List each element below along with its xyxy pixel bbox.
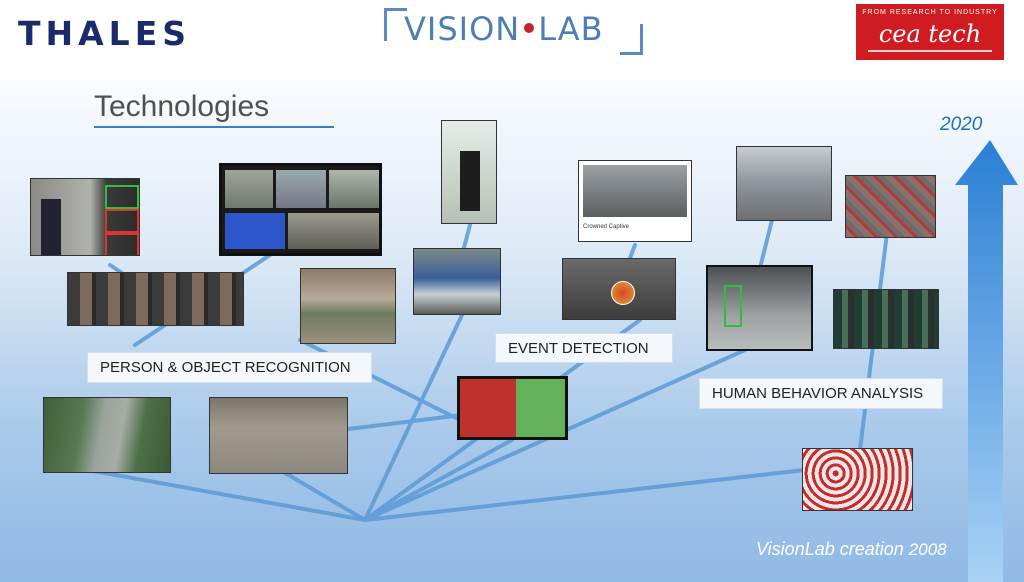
tracking-box-green [724, 285, 742, 327]
report-caption: Crowned Captive [583, 224, 630, 230]
creation-year: 2008 [908, 540, 947, 559]
visionlab-bracket-right [620, 24, 643, 55]
crowd-density-thumbnail [802, 448, 913, 511]
visionlab-bracket-left [384, 8, 407, 41]
street-tracking-thumbnail [209, 397, 348, 474]
face-gallery-thumbnail [67, 272, 244, 326]
title-underline [94, 126, 334, 128]
header-bar: THALES VISION LAB FROM RESEARCH TO INDUST… [0, 0, 1024, 80]
face-box-red [105, 209, 139, 233]
link-line [758, 218, 774, 270]
link-line [338, 413, 464, 432]
face-box-red [105, 233, 139, 255]
zone-alert-thumbnail [457, 376, 568, 440]
cea-tagline: FROM RESEARCH TO INDUSTRY [862, 9, 998, 16]
crowd-tracking-thumbnail [833, 289, 939, 349]
timeline-year-2020: 2020 [940, 114, 983, 135]
creation-text: VisionLab creation [756, 539, 904, 559]
slide-title: Technologies [94, 90, 270, 123]
face-detection-thumbnail [30, 178, 140, 256]
safe-zone-green [516, 379, 565, 437]
category-event-detection: EVENT DETECTION [495, 333, 673, 363]
link-line [363, 468, 807, 522]
cea-underline [868, 50, 992, 52]
bus-thumbnail [413, 248, 501, 315]
visionlab-logo-left: VISION [404, 10, 521, 48]
category-person-object-recognition: PERSON & OBJECT RECOGNITION [87, 352, 372, 383]
heat-spot-icon [611, 281, 635, 305]
face-box-green [105, 185, 139, 209]
surveillance-person-thumbnail [441, 120, 497, 224]
visionlab-creation-caption: VisionLab creation 2008 [756, 539, 947, 560]
alert-zone-red [460, 379, 516, 437]
person-figure [460, 151, 480, 211]
metro-fight-thumbnail [736, 146, 832, 221]
visionlab-dot-icon [524, 23, 535, 33]
category-human-behavior-analysis: HUMAN BEHAVIOR ANALYSIS [699, 378, 943, 409]
timeline-arrow [955, 140, 1018, 582]
street-report-thumbnail: Crowned Captive [578, 160, 692, 242]
cea-tech-logo: FROM RESEARCH TO INDUSTRY cea tech [856, 4, 1004, 60]
cea-logo-text: cea tech [878, 20, 982, 48]
link-line [628, 243, 637, 260]
multi-camera-dashboard-thumbnail [219, 163, 382, 256]
platform-tracking-thumbnail [706, 265, 813, 351]
station-hall-thumbnail [300, 268, 396, 344]
link-line [363, 313, 464, 522]
visionlab-logo-right: LAB [538, 10, 604, 48]
pedestrian-figure [41, 199, 61, 255]
walkway-aerial-thumbnail [43, 397, 171, 473]
thales-logo: THALES [18, 14, 192, 53]
visionlab-logo: VISION LAB [404, 10, 604, 48]
link-line [278, 468, 367, 522]
crowd-heatmap-thumbnail [845, 175, 936, 238]
link-line [363, 438, 514, 522]
link-line [86, 468, 367, 522]
thermal-camera-thumbnail [562, 258, 676, 320]
